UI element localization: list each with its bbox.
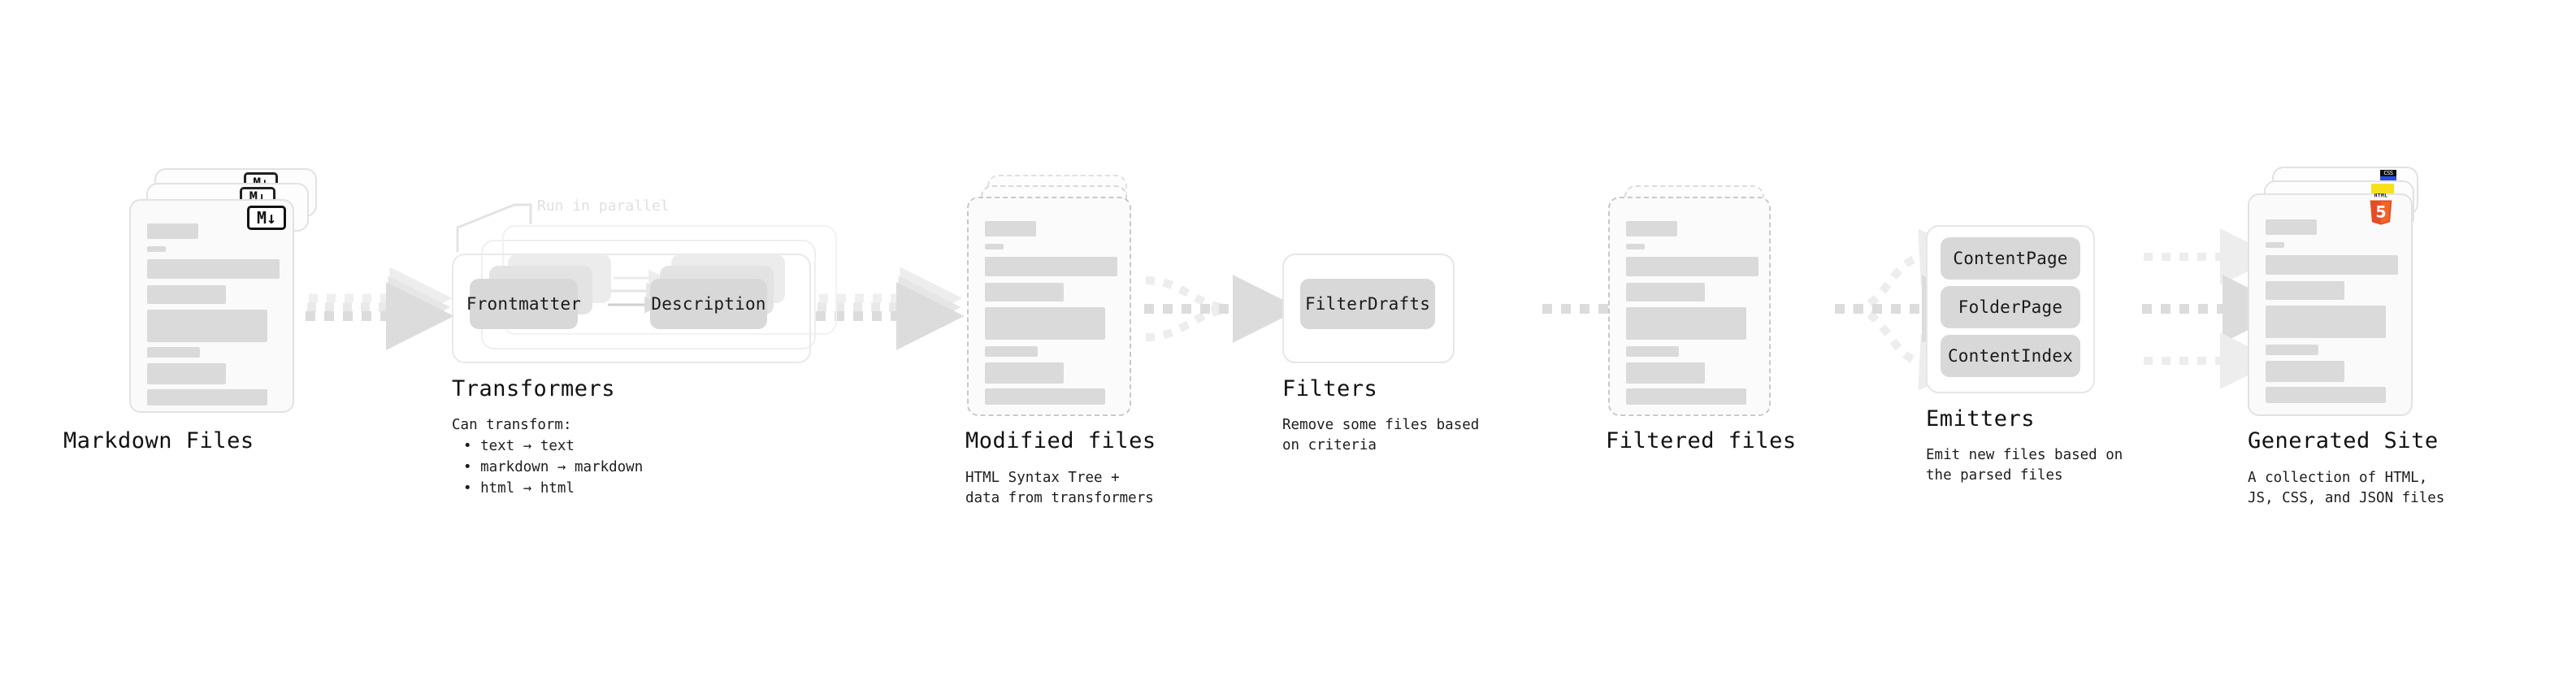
skeleton-line — [2266, 281, 2344, 300]
markdown-badge-front: M↓ — [247, 206, 286, 230]
skeleton-line — [147, 285, 226, 304]
skeleton-line — [147, 246, 166, 252]
stage-title-filters: Filters — [1282, 376, 1378, 401]
css-badge-label: CSS — [2380, 170, 2396, 177]
arrow-emitters-to-site — [2142, 228, 2291, 389]
arrow-markdown-to-transformers — [306, 267, 454, 350]
skeleton-line — [2266, 306, 2386, 338]
arrow-modified-to-filters — [1144, 275, 1301, 343]
skeleton-line — [147, 259, 280, 279]
transformers-caption: Can transform: — [452, 417, 572, 433]
stage-title-emitters: Emitters — [1926, 406, 2036, 432]
skeleton-line — [985, 283, 1064, 301]
chip-frontmatter[interactable]: Frontmatter — [466, 279, 581, 329]
skeleton-line — [2266, 361, 2344, 382]
markdown-doc-front[interactable] — [129, 199, 294, 413]
stage-title-filtered-files: Filtered files — [1606, 428, 1797, 453]
skeleton-line — [147, 389, 267, 406]
skeleton-line — [2266, 387, 2386, 403]
skeleton-line — [1626, 362, 1705, 384]
stage-title-transformers: Transformers — [452, 376, 616, 401]
chip-contentpage[interactable]: ContentPage — [1941, 237, 2080, 280]
skeleton-line — [985, 307, 1105, 340]
transformer-outer-box[interactable] — [452, 254, 811, 363]
modified-doc-front[interactable] — [967, 197, 1131, 416]
modified-files-caption: HTML Syntax Tree + data from transformer… — [965, 470, 1154, 506]
skeleton-line — [1626, 221, 1677, 236]
chip-description[interactable]: Description — [650, 279, 767, 329]
skeleton-line — [147, 363, 226, 384]
emitters-caption: Emit new files based on the parsed files — [1926, 447, 2123, 484]
skeleton-line — [1626, 283, 1705, 301]
css-badge: CSS — [2380, 170, 2396, 181]
skeleton-line — [1626, 244, 1645, 249]
skeleton-line — [985, 257, 1117, 276]
run-in-parallel-label: Run in parallel — [537, 197, 670, 215]
chip-contentindex[interactable]: ContentIndex — [1941, 335, 2080, 377]
transformers-bullet-1: • text → text — [463, 438, 575, 454]
skeleton-line — [1626, 307, 1746, 340]
stage-title-markdown-files: Markdown Files — [63, 428, 254, 453]
skeleton-line — [2266, 242, 2284, 248]
arrow-filtered-to-emitters — [1835, 228, 1990, 391]
stage-title-modified-files: Modified files — [965, 428, 1156, 453]
skeleton-line — [147, 347, 200, 358]
site-doc-front[interactable] — [2248, 193, 2413, 416]
html5-badge: HTML 5 — [2370, 193, 2392, 225]
transformers-bullet-3: • html → html — [463, 480, 575, 497]
svg-text:5: 5 — [2375, 203, 2386, 222]
skeleton-line — [2266, 219, 2317, 235]
skeleton-line — [1626, 257, 1759, 276]
skeleton-line — [2266, 345, 2318, 355]
skeleton-line — [147, 310, 267, 342]
generated-site-caption: A collection of HTML, JS, CSS, and JSON … — [2248, 470, 2445, 506]
stage-title-generated-site: Generated Site — [2248, 428, 2439, 453]
skeleton-line — [1626, 388, 1746, 405]
skeleton-line — [147, 223, 198, 239]
filters-caption: Remove some files based on criteria — [1282, 417, 1480, 453]
transformers-bullet-2: • markdown → markdown — [463, 459, 644, 475]
skeleton-line — [985, 346, 1038, 357]
chip-folderpage[interactable]: FolderPage — [1941, 286, 2080, 328]
skeleton-line — [2266, 255, 2398, 275]
filtered-doc-front[interactable] — [1608, 197, 1771, 416]
skeleton-line — [985, 362, 1064, 384]
skeleton-line — [985, 388, 1105, 405]
chip-filterdrafts[interactable]: FilterDrafts — [1300, 279, 1435, 329]
skeleton-line — [985, 244, 1004, 249]
svg-text:HTML: HTML — [2374, 193, 2387, 199]
skeleton-line — [985, 221, 1036, 236]
skeleton-line — [1626, 346, 1679, 357]
